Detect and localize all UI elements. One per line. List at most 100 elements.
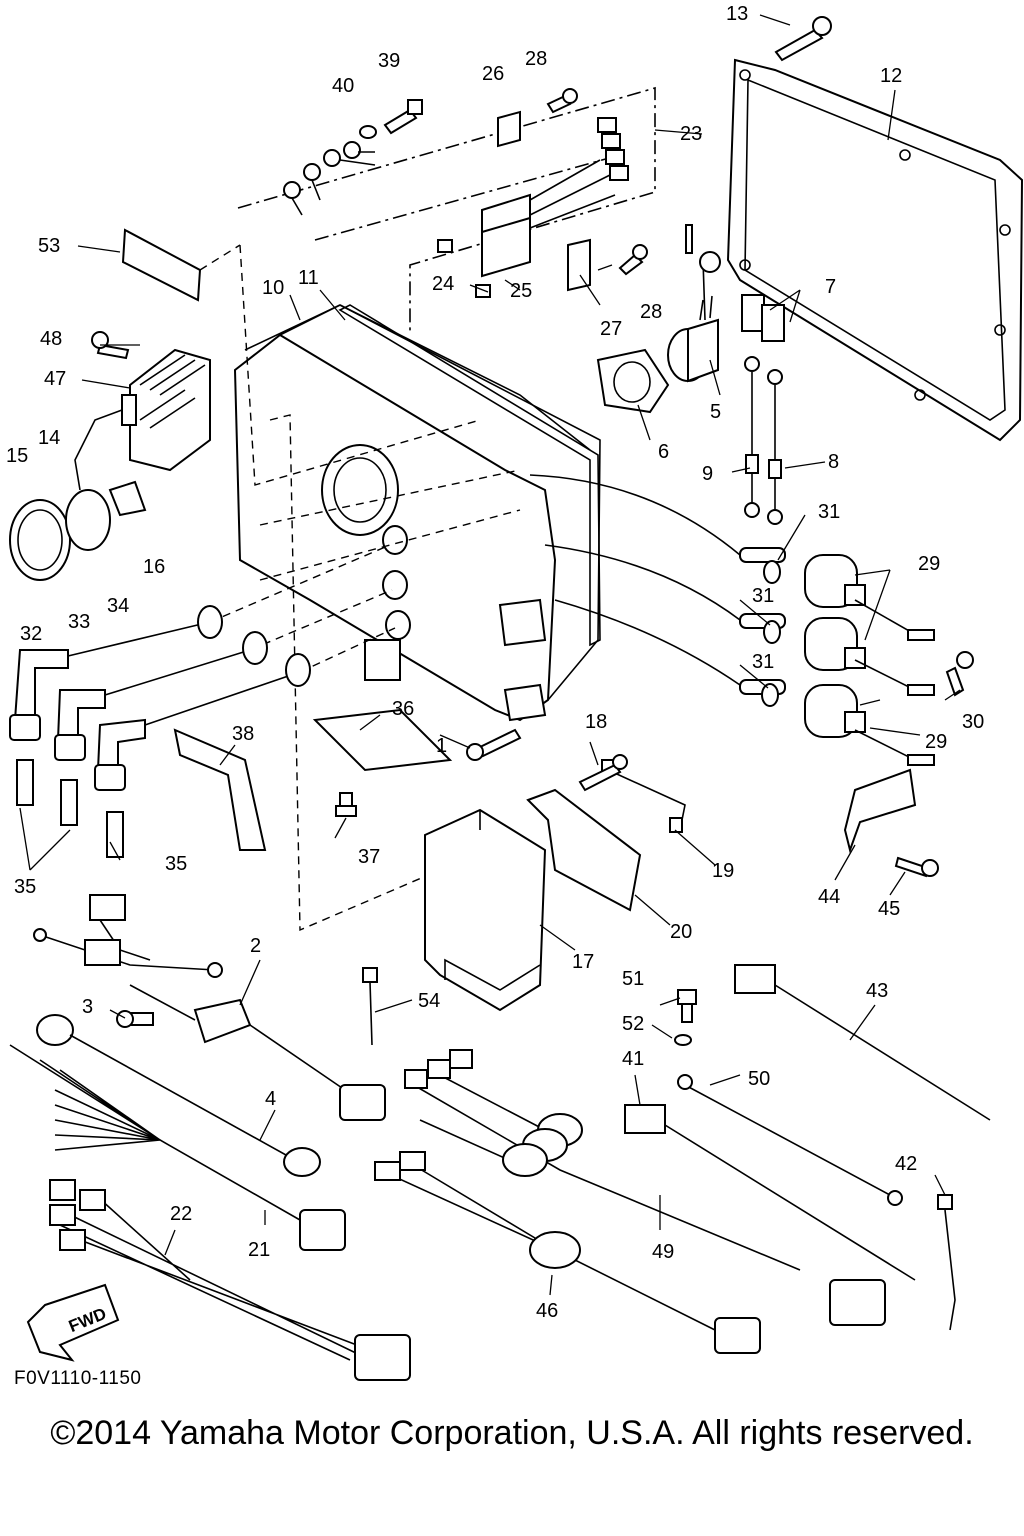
callout-7: 7 (825, 276, 836, 298)
leads-8-9 (744, 356, 783, 525)
callout-31-a: 31 (818, 501, 840, 523)
bolt-37 (335, 792, 357, 817)
callout-37: 37 (358, 846, 380, 868)
callout-5: 5 (710, 401, 721, 423)
holder-36 (312, 708, 453, 772)
callout-43: 43 (866, 980, 888, 1002)
callout-47: 47 (44, 368, 66, 390)
callout-9: 9 (702, 463, 713, 485)
starter-relay-5 (667, 224, 721, 383)
harness-21 (9, 1044, 346, 1251)
grommet-31-b (763, 620, 781, 644)
forward-direction-arrow: FWD (26, 1283, 120, 1362)
callout-29-bottom: 29 (925, 731, 947, 753)
cable-tie-54 (362, 967, 378, 1046)
electrical-box-10 (233, 304, 601, 722)
holder-38 (173, 728, 267, 851)
screw-45 (894, 856, 939, 878)
clip-16 (108, 480, 147, 517)
callout-4: 4 (265, 1088, 276, 1110)
plug-caps-32-34 (9, 649, 146, 791)
callout-13: 13 (726, 3, 748, 25)
spark-plugs-35 (16, 759, 124, 858)
harness-46 (374, 1151, 761, 1354)
screw-28-lower (618, 244, 648, 276)
callout-30: 30 (962, 711, 984, 733)
callout-labels: 1 2 3 4 5 6 7 8 9 10 11 12 13 14 15 16 1… (6, 3, 984, 1322)
callout-26: 26 (482, 63, 504, 85)
callout-44: 44 (818, 886, 840, 908)
callout-10: 10 (262, 277, 284, 299)
harness-49 (404, 1049, 886, 1326)
callout-15: 15 (6, 445, 28, 467)
callout-8: 8 (828, 451, 839, 473)
callout-24: 24 (432, 273, 454, 295)
cable-43 (734, 964, 991, 1121)
bolt-1 (466, 728, 522, 761)
callout-28-lower: 28 (640, 301, 662, 323)
label-53 (121, 228, 202, 302)
callout-40: 40 (332, 75, 354, 97)
cap-7 (741, 294, 785, 342)
callout-33: 33 (68, 611, 90, 633)
relay-bracket-group-23 (237, 86, 656, 335)
callout-42: 42 (895, 1153, 917, 1175)
harness-22 (49, 1179, 411, 1381)
gasket-12 (726, 58, 1024, 442)
callout-19: 19 (712, 860, 734, 882)
callout-52: 52 (622, 1013, 644, 1035)
bracket-6 (596, 348, 670, 414)
callout-46: 46 (536, 1300, 558, 1322)
callout-53: 53 (38, 235, 60, 257)
cap-15 (9, 499, 71, 581)
bolt-30 (945, 651, 974, 697)
callout-11: 11 (298, 267, 319, 289)
bolt-51-washer-52 (674, 989, 697, 1046)
callout-21: 21 (248, 1239, 270, 1261)
callout-28-top: 28 (525, 48, 547, 70)
callout-1: 1 (436, 735, 447, 757)
callout-12: 12 (880, 65, 902, 87)
callout-34: 34 (107, 595, 129, 617)
callout-3: 3 (82, 996, 93, 1018)
callout-6: 6 (658, 441, 669, 463)
callout-35-right: 35 (165, 853, 187, 875)
ignition-coil-29-a (804, 554, 935, 641)
bracket-20 (526, 788, 642, 912)
callout-39: 39 (378, 50, 400, 72)
ignition-coil-29-c (804, 684, 935, 766)
bolt-48 (91, 331, 130, 360)
screw-18 (578, 754, 628, 792)
callout-22: 22 (170, 1203, 192, 1225)
callout-54: 54 (418, 990, 440, 1012)
grommet-31-a (763, 560, 781, 584)
callout-27: 27 (600, 318, 622, 340)
cable-tie-42 (937, 1194, 956, 1331)
wire-lead-4 (36, 1014, 321, 1177)
callout-20: 20 (670, 921, 692, 943)
callout-49: 49 (652, 1241, 674, 1263)
callout-38: 38 (232, 723, 254, 745)
cable-41-50 (624, 1074, 916, 1281)
callout-45: 45 (878, 898, 900, 920)
bolt-39-washer-40 (359, 99, 423, 139)
callout-48: 48 (40, 328, 62, 350)
callout-17: 17 (572, 951, 594, 973)
callout-32: 32 (20, 623, 42, 645)
bolt-3 (116, 1010, 154, 1028)
screw-28-top (546, 88, 578, 114)
leader-lines (19, 14, 961, 1296)
callout-31-b: 31 (752, 585, 774, 607)
terminal-leads (283, 141, 376, 216)
grommet-31-c (761, 683, 779, 707)
callout-51: 51 (622, 968, 644, 990)
seal-11 (338, 304, 601, 647)
callout-18: 18 (585, 711, 607, 733)
screw-13 (774, 16, 832, 62)
ecu-17 (424, 808, 547, 1012)
callout-41: 41 (622, 1048, 644, 1070)
rectifier-regulator-47 (74, 348, 211, 491)
callout-29-top: 29 (918, 553, 940, 575)
callout-50: 50 (748, 1068, 770, 1090)
